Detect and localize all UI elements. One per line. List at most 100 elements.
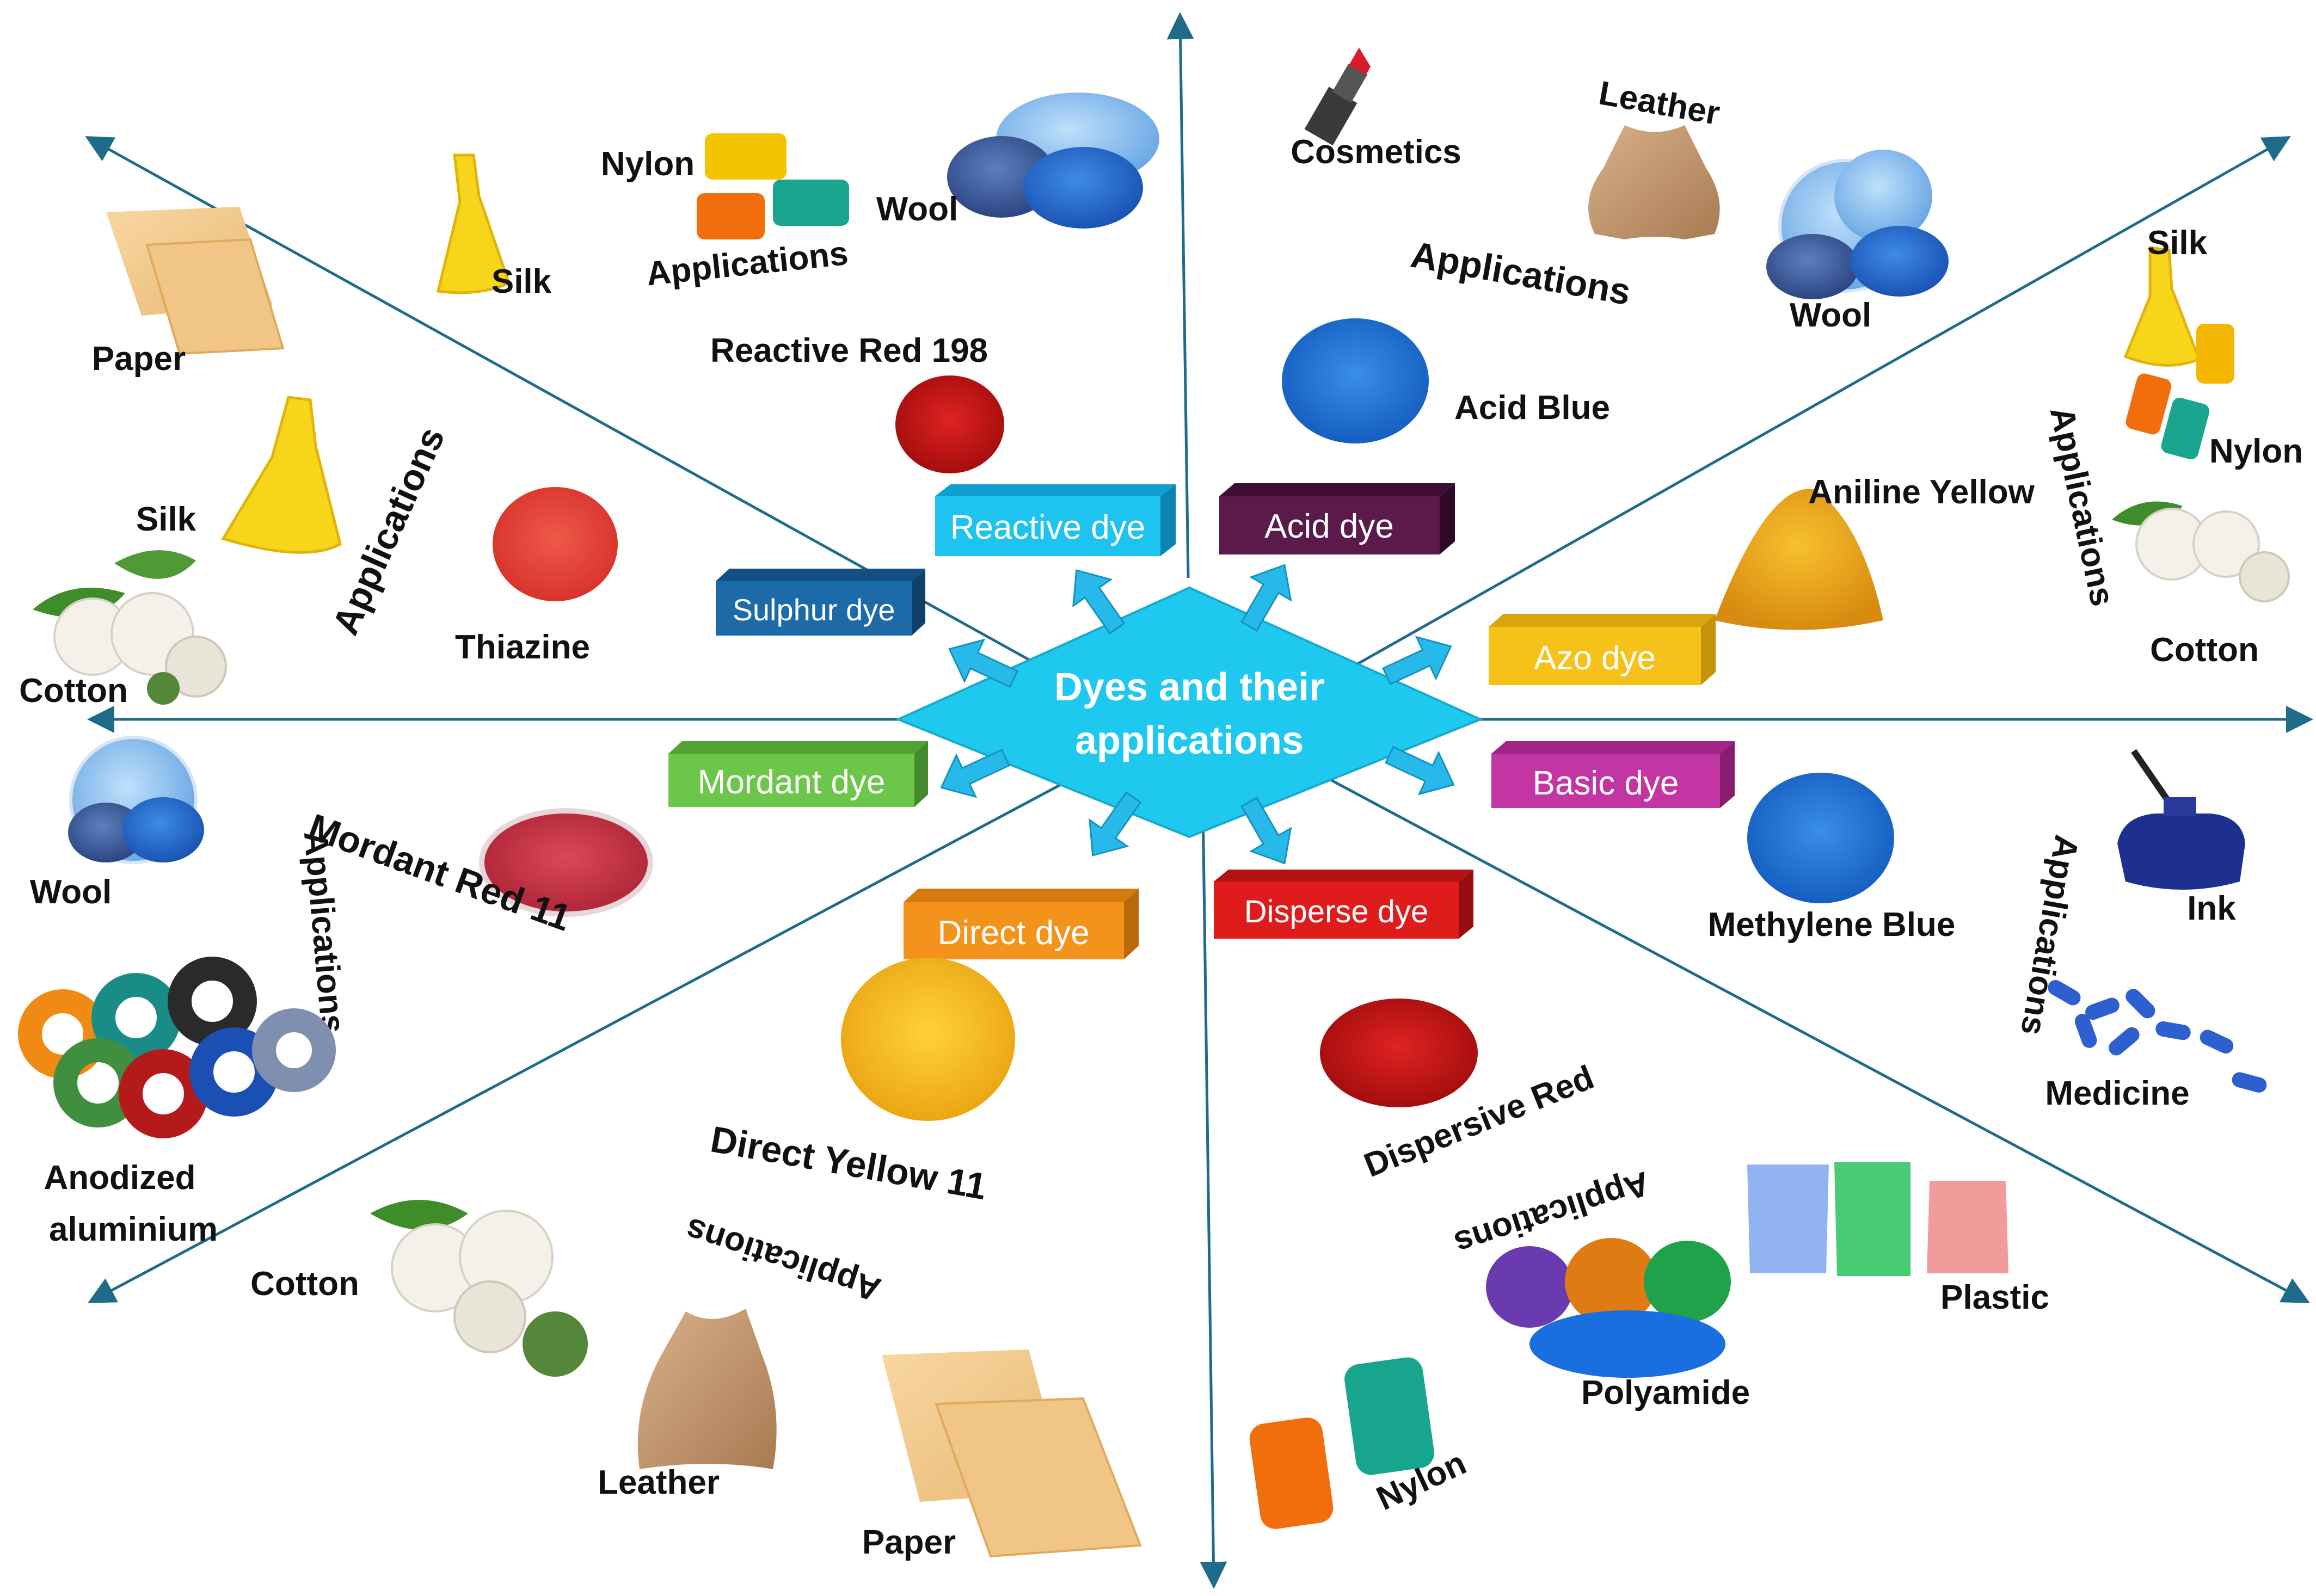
axis-diagonal (88, 771, 1084, 1303)
medicine-capsules-icon (2048, 980, 2267, 1093)
dye-box-azo: Azo dye (1489, 614, 1716, 685)
ink-bottle-icon (2117, 749, 2245, 890)
dye-label-sulphur: Sulphur dye (733, 593, 895, 627)
arrow-to-direct (1089, 791, 1142, 856)
anodized-rings-icon (18, 957, 336, 1138)
nylon-spools-icon (2125, 324, 2234, 460)
powder-yellow-heap-icon (1715, 489, 1883, 630)
nylon-spools-icon (1249, 1357, 1435, 1529)
cotton-plant-icon (370, 1200, 588, 1377)
app-label: aluminium (49, 1211, 218, 1248)
application-labels: Nylon Wool Silk Cosmetics Leather Wool P… (19, 74, 2303, 1561)
axis-diagonal (1316, 136, 2291, 688)
app-label: Paper (92, 340, 186, 378)
example-sulphur: Thiazine (455, 628, 590, 666)
wool-balls-icon (947, 93, 1159, 229)
dye-label-azo: Azo dye (1534, 639, 1656, 677)
applications-label-reactive: Applications (644, 235, 850, 293)
dye-box-mordant: Mordant dye (668, 741, 928, 807)
dye-label-disperse: Disperse dye (1244, 894, 1428, 929)
dye-box-reactive: Reactive dye (935, 484, 1176, 556)
arrow-to-basic (1385, 745, 1455, 796)
app-label: Cosmetics (1291, 133, 1461, 171)
applications-label-mordant: Applications (297, 830, 352, 1035)
app-label: Medicine (2045, 1075, 2189, 1112)
app-label: Wool (30, 873, 112, 911)
app-label: Nylon (601, 145, 695, 183)
center-title-line2: applications (1075, 719, 1304, 762)
applications-label-acid: Applications (1408, 233, 1633, 313)
applications-label-basic: Applications (2013, 832, 2086, 1038)
leather-hide-icon (1588, 125, 1720, 239)
lipstick-icon (1304, 47, 1371, 146)
example-azo: Aniline Yellow (1808, 473, 2035, 511)
dye-box-sulphur: Sulphur dye (716, 569, 925, 636)
powder-dish-icon (479, 808, 653, 917)
dye-label-mordant: Mordant dye (698, 763, 886, 801)
app-label: Anodized (44, 1159, 196, 1197)
app-label: Silk (2147, 224, 2208, 262)
applications-label-azo: Applications (2043, 404, 2122, 609)
powder-red-icon (895, 375, 1004, 473)
polyamide-spools-icon (1486, 1238, 1731, 1378)
app-label: Plastic (1940, 1279, 2049, 1316)
powder-pink-icon (493, 487, 618, 601)
pictograms (18, 47, 2290, 1558)
wool-balls-icon (1766, 150, 1949, 299)
silk-dress-icon (436, 153, 511, 294)
app-label: Wool (876, 190, 958, 228)
app-label: Cotton (250, 1265, 359, 1303)
dye-label-acid: Acid dye (1264, 508, 1394, 545)
arrow-to-sulphur (948, 638, 1018, 688)
arrow-to-mordant (940, 748, 1010, 798)
center-node: Dyes and their applications (895, 586, 1484, 839)
silk-dress-icon (2123, 246, 2201, 367)
app-label: Polyamide (1581, 1374, 1750, 1412)
applications-label-direct: Applications (681, 1210, 885, 1309)
cotton-plant-icon (33, 550, 227, 705)
example-reactive: Reactive Red 198 (710, 332, 988, 369)
app-label: Wool (1790, 297, 1871, 334)
app-label: Leather (1596, 74, 1723, 132)
powder-blue-icon (1282, 318, 1429, 443)
app-label: Leather (598, 1464, 720, 1501)
center-title-line1: Dyes and their (1054, 665, 1324, 709)
arrow-to-reactive (1072, 569, 1126, 634)
powder-blue-icon (1747, 773, 1894, 903)
app-label: Cotton (19, 672, 128, 710)
dye-box-disperse: Disperse dye (1214, 870, 1473, 939)
powder-red-icon (1320, 999, 1478, 1107)
nylon-spools-icon (697, 133, 849, 239)
app-label: Silk (136, 501, 196, 538)
app-label: Silk (492, 263, 552, 300)
cotton-plant-icon (2112, 501, 2290, 602)
plastic-bags-icon (1747, 1162, 2008, 1276)
wool-balls-icon (68, 736, 204, 864)
dye-label-direct: Direct dye (937, 914, 1089, 952)
applications-label-sulphur: Applications (324, 421, 452, 641)
dye-box-basic: Basic dye (1491, 741, 1735, 808)
app-label: Ink (2187, 890, 2236, 927)
dye-label-basic: Basic dye (1533, 765, 1679, 802)
axis-diagonal (1316, 771, 2310, 1303)
example-direct: Direct Yellow 11 (708, 1118, 990, 1207)
axis-vertical (1166, 12, 1194, 578)
arrows (940, 564, 1455, 865)
app-label: Paper (862, 1524, 956, 1561)
dye-box-acid: Acid dye (1219, 483, 1455, 554)
leather-hide-icon (637, 1309, 777, 1469)
app-label: Cotton (2150, 631, 2259, 669)
dye-powders (479, 318, 1894, 1121)
app-label: Nylon (2209, 433, 2303, 470)
axis-vertical (1200, 805, 1227, 1589)
center-diamond (895, 586, 1484, 839)
powder-yellow-icon (841, 958, 1015, 1121)
arrow-to-acid (1240, 564, 1292, 632)
arrow-to-disperse (1240, 796, 1292, 865)
paper-sheets-icon (882, 1349, 1142, 1558)
example-basic: Methylene Blue (1708, 906, 1956, 944)
arrow-to-azo (1382, 636, 1452, 686)
dye-box-direct: Direct dye (904, 889, 1139, 959)
silk-dress-icon (221, 396, 342, 554)
